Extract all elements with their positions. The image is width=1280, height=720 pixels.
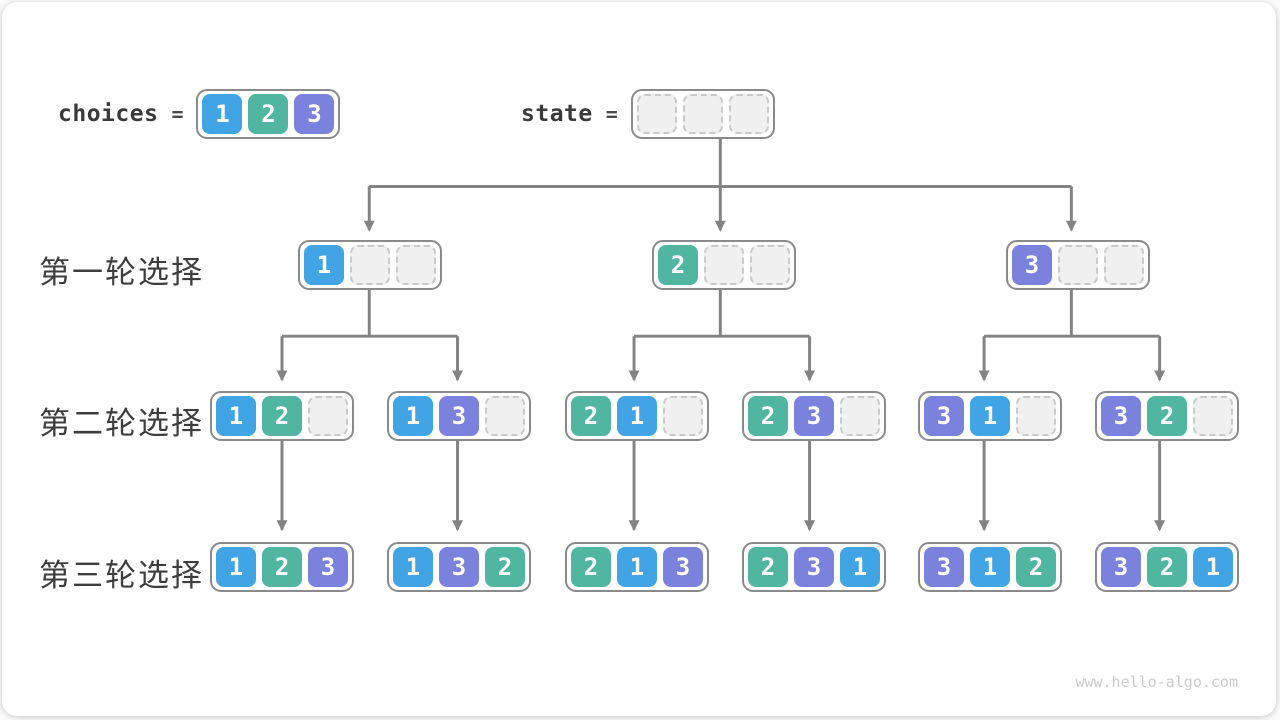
cell-1: 1 bbox=[970, 547, 1010, 587]
cell-1: 1 bbox=[617, 547, 657, 587]
empty-slot bbox=[485, 396, 525, 436]
cell-2: 2 bbox=[262, 396, 302, 436]
empty-slot bbox=[1104, 245, 1144, 285]
state-array-box bbox=[630, 89, 775, 139]
state-node-round1-1: 1 bbox=[298, 240, 442, 290]
empty-slot bbox=[636, 94, 677, 134]
cell-1: 1 bbox=[1193, 547, 1233, 587]
cell-1: 1 bbox=[216, 396, 256, 436]
empty-slot bbox=[704, 245, 744, 285]
cell-1: 1 bbox=[840, 547, 880, 587]
cell-2: 2 bbox=[571, 396, 611, 436]
choices-equals-sign: = bbox=[171, 102, 184, 126]
empty-slot bbox=[308, 396, 348, 436]
empty-slot bbox=[350, 245, 390, 285]
cell-2: 2 bbox=[1147, 547, 1187, 587]
cell-2: 2 bbox=[748, 396, 788, 436]
state-label: state bbox=[521, 101, 593, 127]
state-node-round1-3: 3 bbox=[1006, 240, 1150, 290]
empty-slot bbox=[1193, 396, 1233, 436]
cell-2: 2 bbox=[485, 547, 525, 587]
empty-slot bbox=[663, 396, 703, 436]
cell-1: 1 bbox=[617, 396, 657, 436]
cell-2: 2 bbox=[658, 245, 698, 285]
empty-slot bbox=[840, 396, 880, 436]
empty-slot bbox=[1016, 396, 1056, 436]
round-3-label: 第三轮选择 bbox=[39, 558, 204, 594]
cell-1: 1 bbox=[393, 396, 433, 436]
empty-slot bbox=[682, 94, 723, 134]
cell-3: 3 bbox=[294, 94, 335, 134]
cell-2: 2 bbox=[571, 547, 611, 587]
round-1-label: 第一轮选择 bbox=[39, 255, 204, 291]
cell-2: 2 bbox=[1147, 396, 1187, 436]
state-group: state = bbox=[521, 88, 775, 140]
cell-3: 3 bbox=[439, 396, 479, 436]
cell-3: 3 bbox=[1012, 245, 1052, 285]
cell-3: 3 bbox=[924, 547, 964, 587]
state-equals-sign: = bbox=[605, 102, 618, 126]
cell-3: 3 bbox=[1101, 547, 1141, 587]
cell-2: 2 bbox=[748, 547, 788, 587]
empty-slot bbox=[396, 245, 436, 285]
cell-3: 3 bbox=[1101, 396, 1141, 436]
choices-label: choices bbox=[58, 101, 159, 127]
cell-1: 1 bbox=[970, 396, 1010, 436]
cell-2: 2 bbox=[248, 94, 289, 134]
cell-3: 3 bbox=[924, 396, 964, 436]
cell-3: 3 bbox=[439, 547, 479, 587]
round-2-label: 第二轮选择 bbox=[39, 406, 204, 442]
cell-2: 2 bbox=[1016, 547, 1056, 587]
cell-1: 1 bbox=[202, 94, 243, 134]
cell-3: 3 bbox=[794, 396, 834, 436]
empty-slot bbox=[750, 245, 790, 285]
site-watermark: www.hello-algo.com bbox=[1075, 673, 1238, 691]
cell-3: 3 bbox=[663, 547, 703, 587]
cell-3: 3 bbox=[794, 547, 834, 587]
cell-1: 1 bbox=[304, 245, 344, 285]
empty-slot bbox=[1058, 245, 1098, 285]
cell-1: 1 bbox=[216, 547, 256, 587]
state-node-round1-2: 2 bbox=[652, 240, 796, 290]
cell-1: 1 bbox=[393, 547, 433, 587]
cell-3: 3 bbox=[308, 547, 348, 587]
empty-slot bbox=[728, 94, 769, 134]
cell-2: 2 bbox=[262, 547, 302, 587]
